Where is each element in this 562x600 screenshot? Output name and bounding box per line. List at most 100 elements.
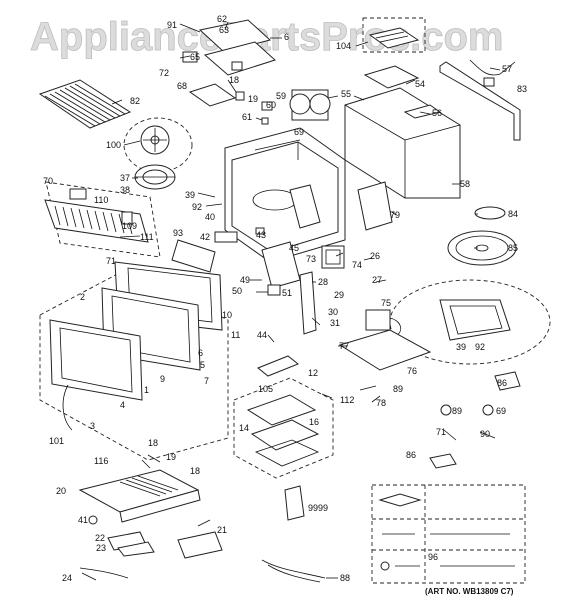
label-73: 73 [306,254,316,264]
part-76-base-plate [338,329,432,371]
part-109-grille [44,188,149,243]
part-57-harness [469,59,516,76]
label-84: 84 [508,209,518,219]
label-20: 20 [56,486,66,496]
label-42: 42 [200,232,210,242]
part-88-harness [261,559,326,583]
label-71: 71 [106,256,116,266]
label-61: 61 [242,112,252,122]
label-71b: 71 [436,427,446,437]
label-3: 3 [90,421,95,431]
label-24: 24 [62,573,72,583]
label-31: 31 [330,318,340,328]
label-78: 78 [376,398,386,408]
label-89a: 89 [452,406,462,416]
label-112: 112 [340,395,354,405]
part-100-support [140,125,170,155]
part-9999-manual [284,485,305,521]
label-57: 57 [502,64,512,74]
label-4: 4 [120,400,125,410]
part-104-element [368,27,420,49]
label-18a: 18 [229,75,239,85]
label-76: 76 [407,366,417,376]
label-82: 82 [130,96,140,106]
label-38: 38 [120,185,130,195]
part-57-connector [483,77,495,87]
label-59: 59 [276,91,286,101]
label-60: 60 [266,100,276,110]
label-6: 6 [284,32,289,42]
label-54: 54 [415,79,425,89]
label-68: 68 [177,81,187,91]
part-59-fan [289,89,331,121]
label-104: 104 [336,41,351,51]
label-100: 100 [106,140,121,150]
part-83-bracket [439,61,521,141]
group-box-104 [362,17,426,53]
label-55: 55 [341,89,351,99]
label-63: 63 [219,25,229,35]
label-79: 79 [390,210,400,220]
group-box-105 [233,377,334,479]
group-box-door [39,269,229,461]
label-69b: 69 [496,406,506,416]
label-69: 69 [294,127,304,137]
label-19b: 19 [166,452,176,462]
label-74: 74 [352,260,362,270]
part-73-transformer [321,245,345,269]
label-70: 70 [43,176,53,186]
part-cavity [224,127,346,263]
label-2: 2 [80,292,85,302]
label-29: 29 [334,290,344,300]
label-90: 90 [480,429,490,439]
part-hardware [378,371,521,571]
part-23-lamp [117,541,155,557]
label-18c: 18 [190,466,200,476]
label-26: 26 [370,251,380,261]
label-9999: 9999 [308,503,328,513]
group-ellipse-100 [123,117,193,173]
label-6b: 6 [198,348,203,358]
label-30: 30 [328,307,338,317]
label-40: 40 [205,212,215,222]
part-82-rack [38,79,132,129]
part-18-clip [235,91,245,101]
label-39: 39 [185,190,195,200]
label-28: 28 [318,277,328,287]
part-93-plate [171,239,216,273]
part-44-screw [267,334,275,343]
label-21: 21 [217,525,227,535]
label-27: 27 [372,275,382,285]
label-19a: 19 [248,94,258,104]
label-85: 85 [508,243,518,253]
label-86a: 86 [497,378,507,388]
label-72: 72 [159,68,169,78]
part-42-filter [214,231,238,243]
part-20-bottom-panel [78,469,201,523]
part-60-switch [261,101,273,111]
label-12: 12 [308,368,318,378]
label-58: 58 [460,179,470,189]
part-37-stirrer [134,164,176,190]
label-10: 10 [222,310,232,320]
label-110: 110 [94,195,108,205]
label-77: 77 [339,341,349,351]
label-101: 101 [49,436,64,446]
label-14: 14 [239,423,249,433]
label-109: 109 [122,221,137,231]
label-92: 92 [192,202,202,212]
part-24-wire [79,567,129,579]
part-cavity-inset [439,299,511,341]
label-65: 65 [190,52,200,62]
label-56: 56 [432,108,442,118]
label-39b: 39 [456,342,466,352]
label-7: 7 [204,376,209,386]
part-12-board [257,355,299,377]
label-9: 9 [160,374,165,384]
label-75: 75 [381,298,391,308]
label-45: 45 [289,243,299,253]
part-21-filter [177,531,223,559]
label-1: 1 [144,385,149,395]
